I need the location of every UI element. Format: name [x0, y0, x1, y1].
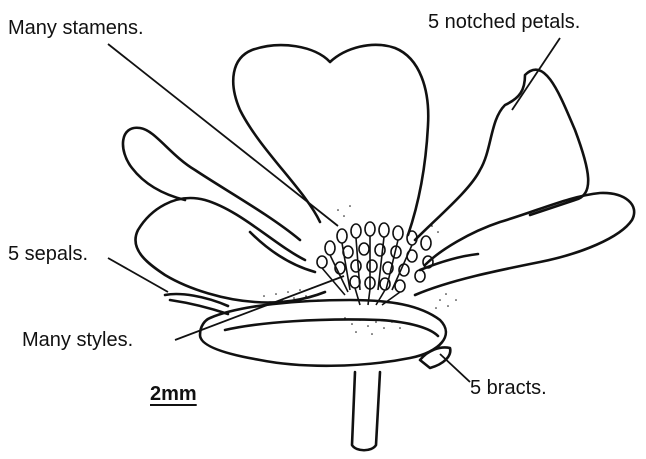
bract-right — [420, 348, 450, 369]
leader-petals — [512, 38, 560, 110]
label-styles: Many styles. — [22, 330, 133, 350]
petal-front-fold — [225, 319, 438, 336]
stamen-cluster — [317, 222, 433, 305]
leader-styles — [175, 276, 344, 340]
leader-bracts — [440, 354, 470, 382]
petal-left — [135, 198, 325, 302]
label-petals: 5 notched petals. — [428, 12, 580, 32]
leader-stamens — [108, 44, 338, 226]
stem — [352, 372, 380, 450]
label-bracts: 5 bracts. — [470, 378, 547, 398]
leader-lines — [108, 38, 560, 382]
petal-edge-1 — [250, 232, 315, 272]
petal-left-upper — [123, 128, 300, 240]
leader-sepals — [108, 258, 168, 292]
petal-right — [415, 70, 588, 240]
petal-front — [200, 300, 446, 366]
petal-top — [233, 45, 428, 235]
label-sepals: 5 sepals. — [8, 244, 88, 264]
label-stamens: Many stamens. — [8, 18, 144, 38]
scale-bar: 2mm — [150, 384, 197, 404]
